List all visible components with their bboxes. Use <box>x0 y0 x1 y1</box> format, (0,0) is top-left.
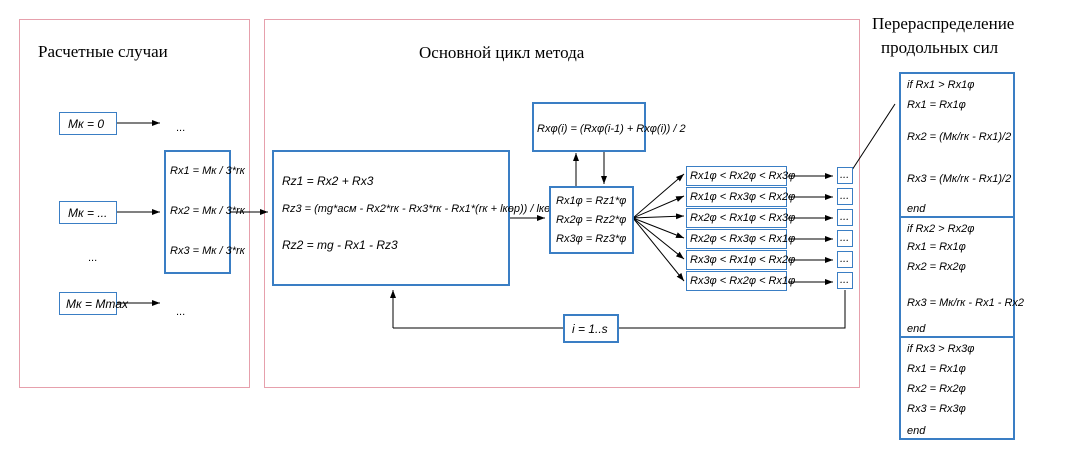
rz-box: Rz1 = Rx2 + Rx3 Rz3 = (mg*aсм - Rx2*rк -… <box>272 150 556 286</box>
result-box: ... <box>837 251 853 268</box>
redist-line: Rx2 = Rx2φ <box>907 261 966 273</box>
rx3-formula: Rx3 = Mк / 3*rк <box>170 245 245 257</box>
redistribution-block-1: if Rx1 > Rx1φ Rx1 = Rx1φ Rx2 = (Mк/rк - … <box>899 72 1015 218</box>
case-label: Mк = ... <box>68 206 108 220</box>
result-label: ... <box>840 274 850 286</box>
redist-line: Rx3 = Rx3φ <box>907 403 966 415</box>
compare-formula: Rx3φ < Rx1φ < Rx2φ <box>690 254 796 266</box>
loop-label: i = 1..s <box>572 322 608 336</box>
result-box: ... <box>837 188 853 205</box>
rz3-formula: Rz3 = (mg*aсм - Rx2*rк - Rx3*rк - Rx1*(r… <box>282 203 557 215</box>
case-dots: ... <box>176 306 186 318</box>
rx3phi-formula: Rx3φ = Rz3*φ <box>556 233 627 245</box>
result-label: ... <box>840 232 850 244</box>
rx1-formula: Rx1 = Mк / 3*rк <box>170 165 245 177</box>
rx-initial-box: Rx1 = Mк / 3*rк Rx2 = Mк / 3*rк Rx3 = Mк… <box>164 150 245 274</box>
result-box: ... <box>837 272 853 289</box>
compare-formula: Rx3φ < Rx2φ < Rx1φ <box>690 275 796 287</box>
redistribution-block-2: if Rx2 > Rx2φ Rx1 = Rx1φ Rx2 = Rx2φ Rx3 … <box>899 216 1024 338</box>
compare-row: Rx3φ < Rx2φ < Rx1φ <box>686 271 795 291</box>
cases-title: Расчетные случаи <box>38 42 168 61</box>
redist-line: end <box>907 425 926 437</box>
result-label: ... <box>840 211 850 223</box>
mid-dots: ... <box>88 252 98 264</box>
rxphi-average-box: Rxφ(i) = (Rxφ(i-1) + Rxφ(i)) / 2 <box>532 102 686 152</box>
result-label: ... <box>840 253 850 265</box>
redist-line: Rx1 = Rx1φ <box>907 363 966 375</box>
case-label: Mк = 0 <box>68 117 105 131</box>
case-box-max: Mк = Mmax <box>59 292 128 315</box>
rx2phi-formula: Rx2φ = Rz2*φ <box>556 214 627 226</box>
result-label: ... <box>840 190 850 202</box>
case-dots: ... <box>176 122 186 134</box>
compare-formula: Rx1φ < Rx2φ < Rx3φ <box>690 170 796 182</box>
case-box-mid: Mк = ... <box>59 201 117 224</box>
rxphi-box: Rx1φ = Rz1*φ Rx2φ = Rz2*φ Rx3φ = Rz3*φ <box>549 186 634 254</box>
result-label: ... <box>840 169 850 181</box>
redist-line: if Rx2 > Rx2φ <box>907 223 975 235</box>
redistribution-block-3: if Rx3 > Rx3φ Rx1 = Rx1φ Rx2 = Rx2φ Rx3 … <box>899 336 1015 440</box>
compare-row: Rx3φ < Rx1φ < Rx2φ <box>686 250 795 270</box>
result-box: ... <box>837 230 853 247</box>
redist-line: Rx1 = Rx1φ <box>907 99 966 111</box>
compare-row: Rx1φ < Rx3φ < Rx2φ <box>686 187 795 207</box>
main-cycle-panel <box>264 19 860 388</box>
compare-formula: Rx2φ < Rx3φ < Rx1φ <box>690 233 796 245</box>
redistribution-title-line1: Перераспределение <box>872 14 1015 33</box>
compare-row: Rx1φ < Rx2φ < Rx3φ <box>686 166 795 186</box>
redist-line: end <box>907 203 926 215</box>
redist-line: Rx3 = (Mк/rк - Rx1)/2 <box>907 173 1012 185</box>
loop-box: i = 1..s <box>563 314 619 343</box>
rxphi-average-formula: Rxφ(i) = (Rxφ(i-1) + Rxφ(i)) / 2 <box>537 123 686 135</box>
case-label: Mк = Mmax <box>66 297 129 311</box>
result-box: ... <box>837 209 853 226</box>
compare-formula: Rx2φ < Rx1φ < Rx3φ <box>690 212 796 224</box>
redistribution-title-line2: продольных сил <box>881 38 999 57</box>
compare-row: Rx2φ < Rx3φ < Rx1φ <box>686 229 795 249</box>
redist-line: Rx3 = Mк/rк - Rx1 - Rx2 <box>907 297 1025 309</box>
compare-formula: Rx1φ < Rx3φ < Rx2φ <box>690 191 796 203</box>
case-box-zero: Mк = 0 <box>59 112 117 135</box>
rz1-formula: Rz1 = Rx2 + Rx3 <box>282 174 374 188</box>
cases-panel <box>19 19 250 388</box>
redist-line: Rx1 = Rx1φ <box>907 241 966 253</box>
redist-line: end <box>907 323 926 335</box>
redist-line: if Rx1 > Rx1φ <box>907 79 975 91</box>
redist-line: Rx2 = (Mк/rк - Rx1)/2 <box>907 131 1012 143</box>
compare-row: Rx2φ < Rx1φ < Rx3φ <box>686 208 795 228</box>
redist-line: Rx2 = Rx2φ <box>907 383 966 395</box>
result-box: ... <box>837 167 853 184</box>
main-cycle-title: Основной цикл метода <box>419 43 585 62</box>
rz2-formula: Rz2 = mg - Rx1 - Rz3 <box>282 238 398 252</box>
redist-line: if Rx3 > Rx3φ <box>907 343 975 355</box>
rx1phi-formula: Rx1φ = Rz1*φ <box>556 195 627 207</box>
rx2-formula: Rx2 = Mк / 3*rк <box>170 205 245 217</box>
